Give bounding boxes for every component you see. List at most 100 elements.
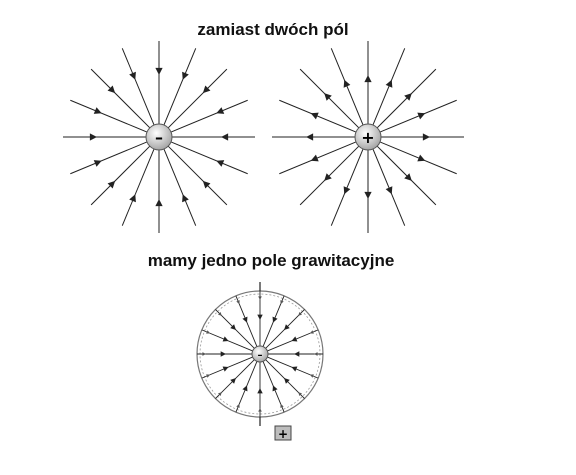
central-charge-label: –	[258, 350, 263, 361]
field-arrow	[242, 316, 248, 323]
field-line	[167, 145, 228, 206]
field-line	[279, 141, 357, 175]
field-arrow	[272, 316, 278, 323]
field-arrow	[284, 378, 290, 384]
field-line	[279, 99, 357, 133]
field-arrow	[129, 71, 136, 80]
field-line	[90, 145, 151, 206]
field-lines-inward	[63, 41, 255, 233]
field-arrow-outer	[314, 352, 318, 356]
positive-charge-field-diagram: +	[272, 41, 464, 233]
field-arrow	[216, 160, 225, 167]
field-arrow	[417, 112, 426, 120]
field-arrow	[385, 186, 393, 195]
field-arrow-outer	[236, 300, 240, 305]
field-line	[170, 99, 248, 133]
field-arrow	[310, 154, 319, 162]
field-arrow	[343, 79, 351, 88]
field-arrow	[155, 67, 163, 75]
field-arrow	[257, 314, 263, 320]
field-line	[299, 145, 360, 206]
field-arrow-outer	[206, 330, 211, 334]
field-arrow-outer	[298, 392, 302, 396]
field-line	[376, 68, 437, 129]
field-line	[330, 148, 364, 226]
field-arrow	[364, 191, 372, 199]
field-arrow	[216, 107, 225, 114]
field-line	[90, 68, 151, 129]
field-arrow	[89, 133, 97, 141]
positive-box-label: +	[278, 427, 288, 441]
field-arrow	[364, 75, 372, 83]
field-arrow	[93, 160, 102, 167]
positive-box	[274, 425, 292, 441]
field-arrow-outer	[280, 403, 284, 408]
field-arrow	[221, 133, 229, 141]
field-arrow-outer	[258, 408, 262, 412]
negative-charge-label: –	[155, 128, 163, 147]
field-lines-merged	[197, 282, 323, 426]
field-arrow	[222, 336, 229, 342]
negative-charge-field-diagram: –	[63, 41, 255, 233]
negative-charge	[145, 123, 173, 151]
field-arrow-outer	[236, 403, 240, 408]
field-arrow	[324, 173, 332, 181]
field-line	[70, 99, 148, 133]
field-arrow	[284, 324, 290, 330]
field-arrow-outer	[218, 312, 222, 316]
field-arrow	[222, 366, 229, 372]
field-arrow	[155, 199, 163, 207]
field-line	[372, 148, 406, 226]
field-line	[121, 48, 155, 126]
field-arrow-outer	[298, 312, 302, 316]
title-bottom: mamy jedno pole grawitacyjne	[147, 251, 395, 270]
field-arrow	[343, 186, 351, 195]
field-arrow	[404, 93, 412, 101]
field-arrow	[310, 112, 319, 120]
field-arrow	[324, 93, 332, 101]
field-arrow	[182, 71, 189, 80]
central-charge	[251, 345, 269, 363]
field-arrow	[220, 351, 226, 357]
field-line	[167, 68, 228, 129]
field-line	[330, 48, 364, 126]
field-line	[379, 99, 457, 133]
field-line	[372, 48, 406, 126]
field-arrow	[202, 180, 211, 189]
field-line	[170, 141, 248, 175]
field-line	[376, 145, 437, 206]
field-arrow-outer	[258, 296, 262, 300]
field-line	[299, 68, 360, 129]
field-arrow	[385, 79, 393, 88]
field-arrow	[107, 85, 116, 94]
field-arrow	[417, 154, 426, 162]
field-arrow	[182, 194, 189, 203]
field-arrow	[306, 133, 314, 141]
field-line	[70, 141, 148, 175]
field-line	[121, 148, 155, 226]
field-arrow	[272, 385, 278, 392]
field-arrow-outer	[218, 392, 222, 396]
field-arrow	[202, 85, 211, 94]
field-arrow	[93, 107, 102, 114]
field-arrow	[230, 378, 236, 384]
field-arrow-outer	[309, 374, 314, 378]
field-arrow-outer	[309, 330, 314, 334]
field-line	[163, 148, 197, 226]
field-arrow-outer	[280, 300, 284, 305]
field-arrow	[294, 351, 300, 357]
field-arrow-outer	[206, 374, 211, 378]
field-line	[163, 48, 197, 126]
field-arrow	[230, 324, 236, 330]
field-arrow	[257, 388, 263, 394]
gravitational-field-diagram: – +	[196, 282, 324, 441]
field-arrow	[404, 173, 412, 181]
title-top: zamiast dwóch pól	[197, 20, 349, 39]
field-lines-outward	[272, 41, 464, 233]
field-line	[379, 141, 457, 175]
field-arrow	[422, 133, 430, 141]
field-arrow	[291, 336, 298, 342]
field-arrow	[242, 385, 248, 392]
positive-charge	[354, 123, 382, 151]
field-arrow	[107, 180, 116, 189]
